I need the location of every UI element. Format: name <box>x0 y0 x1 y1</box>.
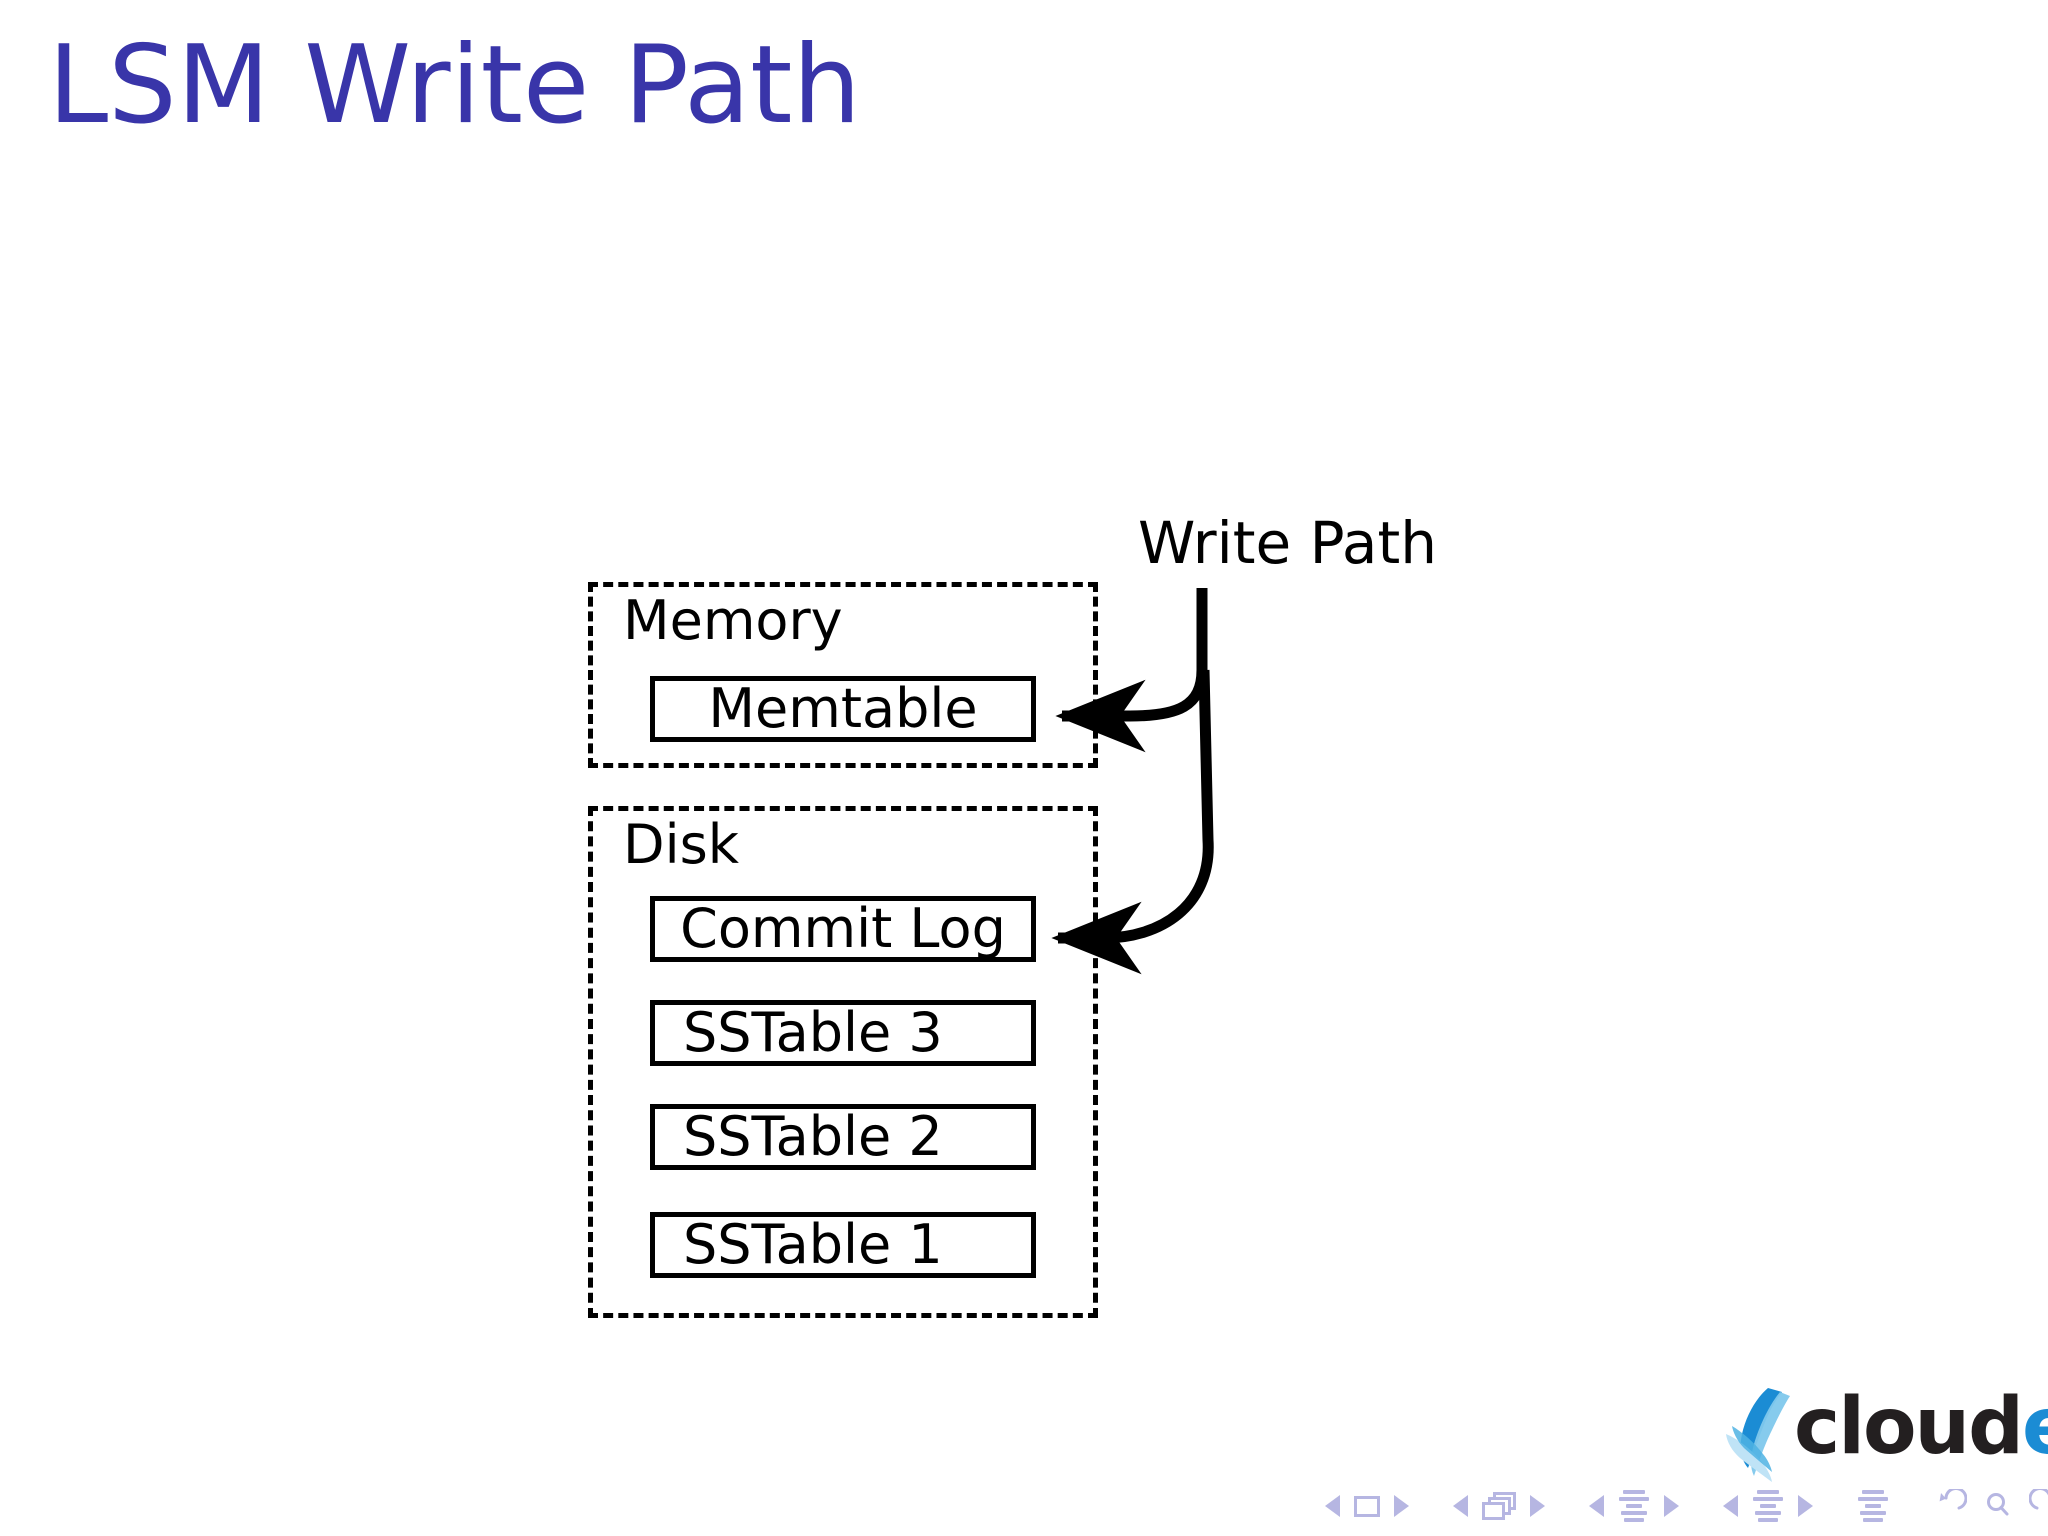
next-subsection-icon[interactable] <box>1664 1495 1679 1517</box>
previous-frame-icon[interactable] <box>1325 1495 1340 1517</box>
forward-icon[interactable] <box>2029 1489 2048 1523</box>
sstable-2-box: SSTable 2 <box>650 1104 1036 1170</box>
search-icon[interactable] <box>1981 1489 2015 1523</box>
commit-log-box: Commit Log <box>650 896 1036 962</box>
next-frame-icon[interactable] <box>1394 1495 1409 1517</box>
slide-nav-group <box>1446 1492 1552 1520</box>
sstable-3-box: SSTable 3 <box>650 1000 1036 1066</box>
document-nav-group <box>1850 1490 1896 1522</box>
history-nav-group <box>1926 1489 2048 1523</box>
sstable-2-label: SSTable 2 <box>683 1105 943 1168</box>
document-icon[interactable] <box>1857 1490 1889 1522</box>
previous-slide-icon[interactable] <box>1453 1495 1468 1517</box>
sstable-1-label: SSTable 1 <box>683 1213 943 1276</box>
subsection-icon[interactable] <box>1618 1490 1650 1522</box>
cloudera-logo: cloudera <box>1722 1382 2048 1486</box>
back-icon[interactable] <box>1933 1489 1967 1523</box>
disk-group-label: Disk <box>623 813 739 876</box>
subsection-nav-group <box>1582 1490 1686 1522</box>
disk-group-box: Disk <box>588 806 1098 1318</box>
next-section-icon[interactable] <box>1798 1495 1813 1517</box>
leaf-icon <box>1726 1388 1790 1482</box>
page-title: LSM Write Path <box>48 23 861 148</box>
next-slide-icon[interactable] <box>1530 1495 1545 1517</box>
commit-log-label: Commit Log <box>680 897 1006 960</box>
previous-section-icon[interactable] <box>1723 1495 1738 1517</box>
frame-icon[interactable] <box>1354 1495 1380 1517</box>
frame-nav-group <box>1318 1495 1416 1517</box>
memory-group-label: Memory <box>623 589 843 652</box>
sstable-1-box: SSTable 1 <box>650 1212 1036 1278</box>
cloudera-wordmark: cloudera <box>1794 1388 2048 1466</box>
slide-stack-icon[interactable] <box>1482 1492 1516 1520</box>
write-path-annotation-label: Write Path <box>1138 509 1437 577</box>
memory-group-box: Memory <box>588 582 1098 768</box>
memtable-box: Memtable <box>650 676 1036 742</box>
section-icon[interactable] <box>1752 1490 1784 1522</box>
sstable-3-label: SSTable 3 <box>683 1001 943 1064</box>
section-nav-group <box>1716 1490 1820 1522</box>
logo-word-era: era <box>2022 1382 2048 1472</box>
memtable-label: Memtable <box>708 677 978 740</box>
logo-word-cloud: cloud <box>1794 1382 2024 1472</box>
previous-subsection-icon[interactable] <box>1589 1495 1604 1517</box>
beamer-navigation-bar[interactable] <box>1318 1484 2048 1528</box>
